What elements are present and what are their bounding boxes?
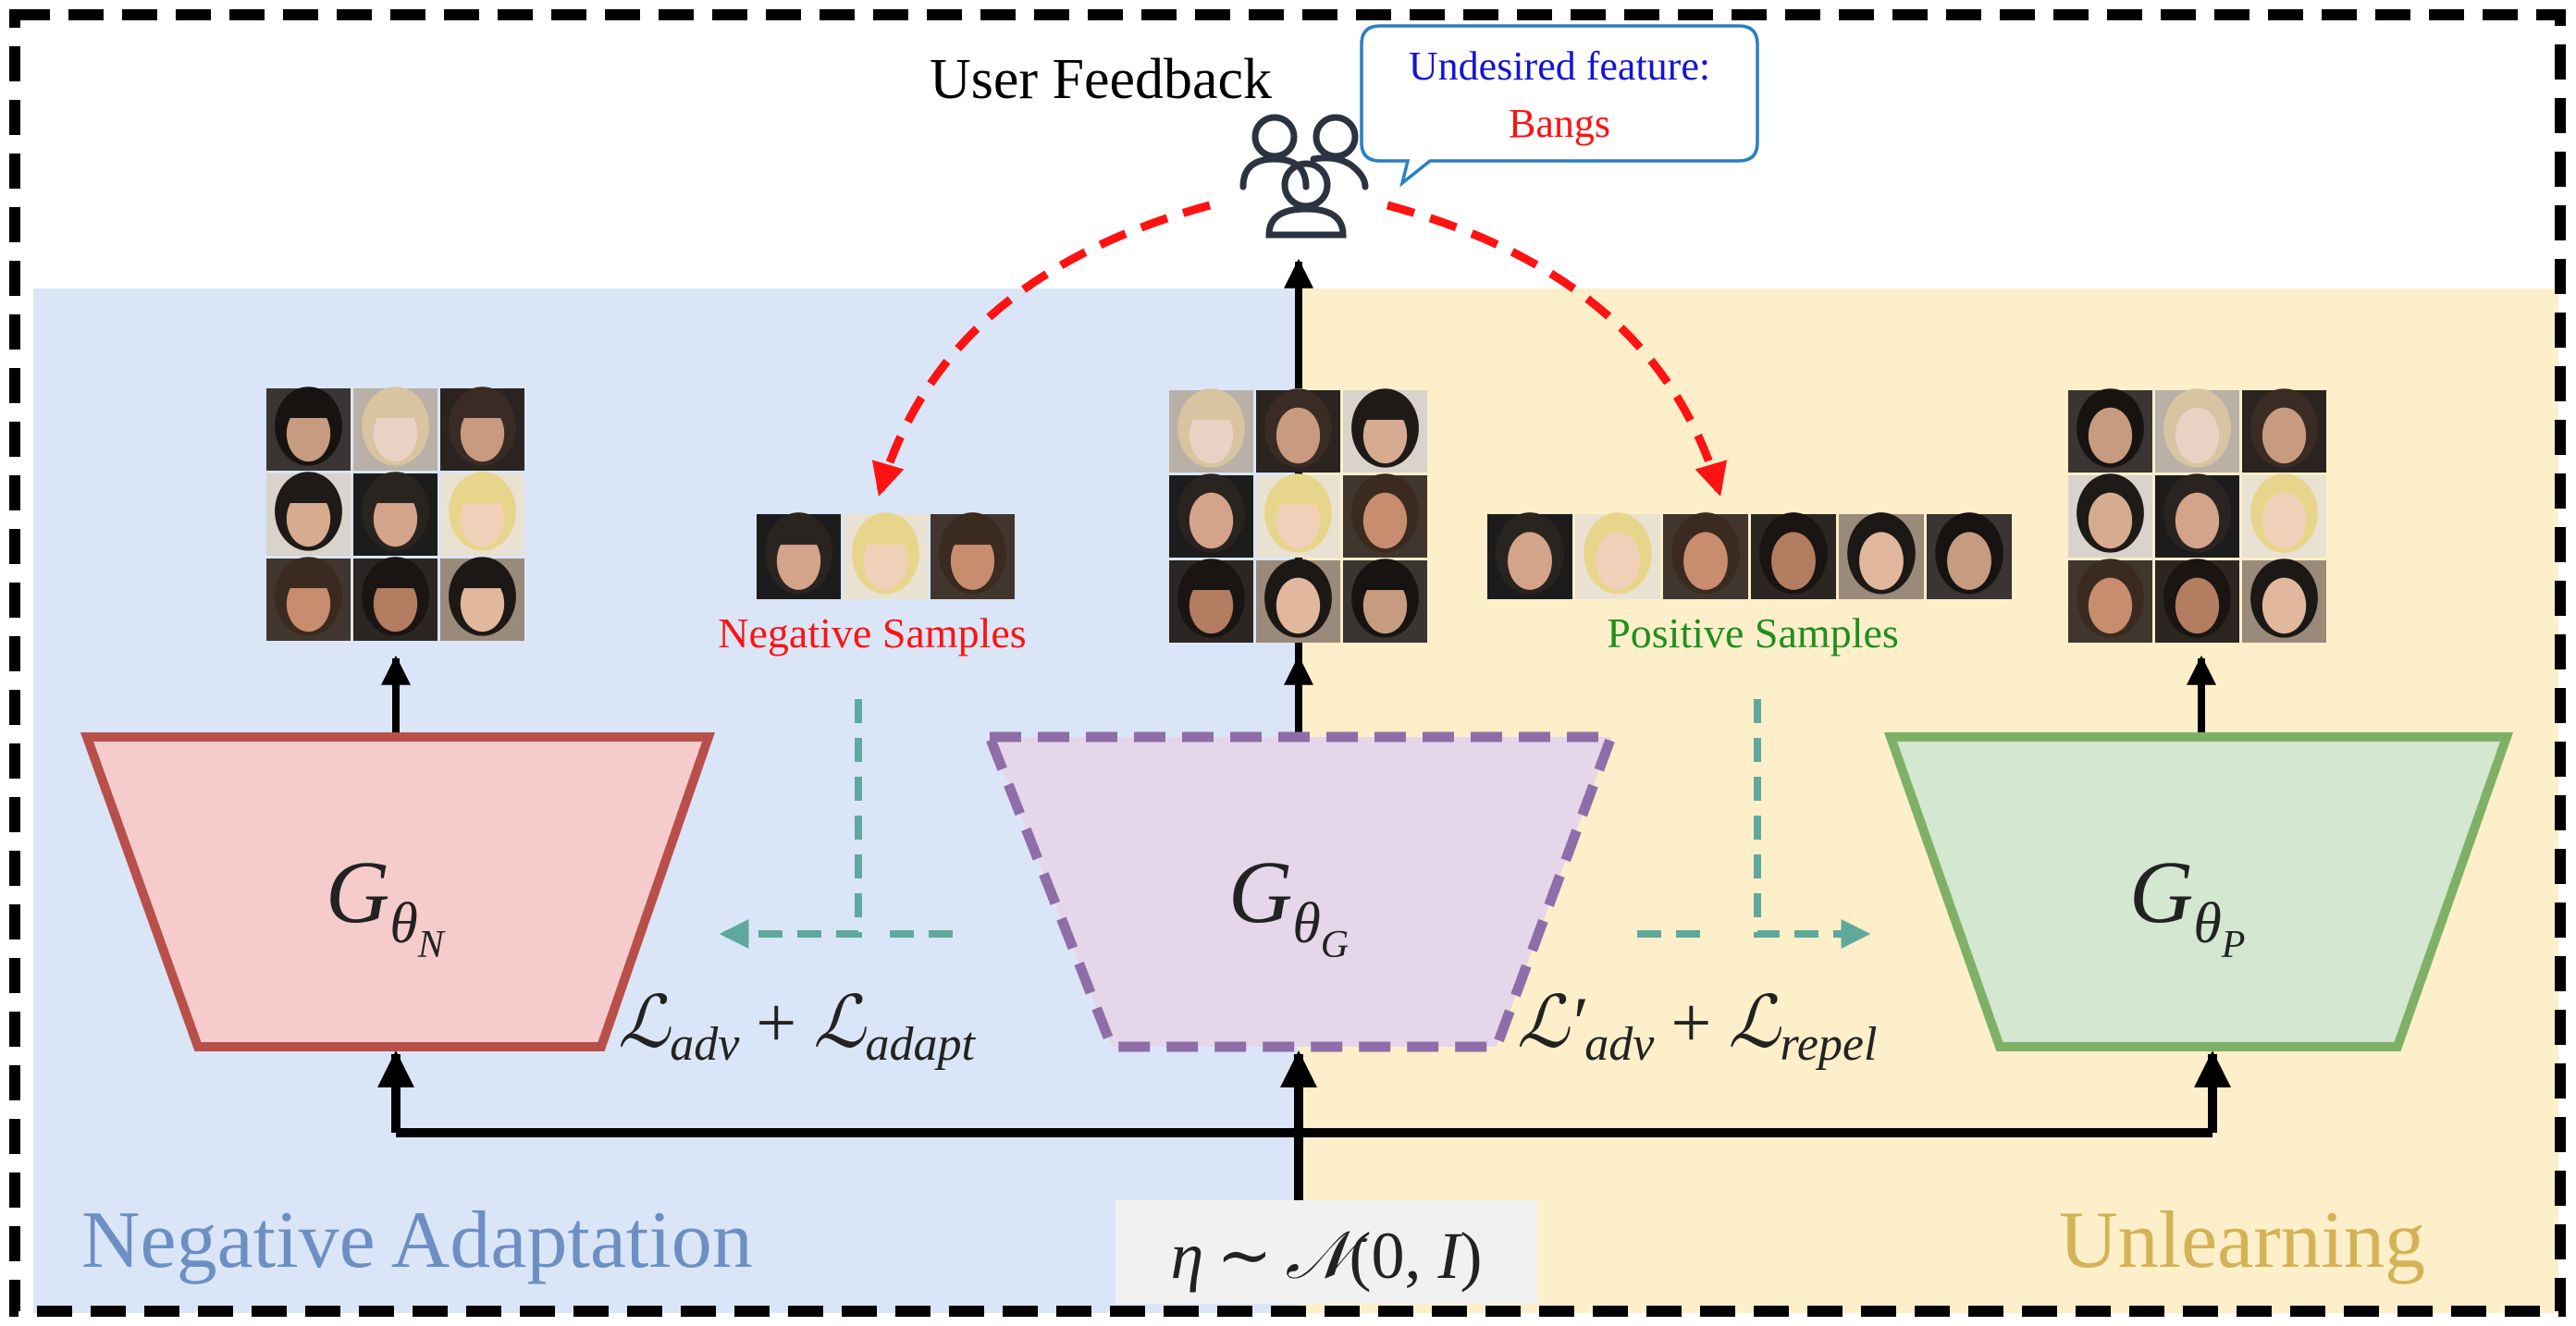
face-bangs [460,574,505,589]
face-skin [1189,492,1234,549]
face-skin [373,490,418,547]
positive-generator-label: GθP [2129,842,2245,966]
face-skin [1508,532,1552,590]
face-bangs [286,574,331,589]
user-feedback-title: User Feedback [930,48,1272,111]
face-bangs [373,489,418,504]
face-skin [1276,407,1321,464]
face-skin [776,532,821,590]
face-skin [460,405,505,462]
face-bangs [1189,406,1234,421]
bubble-line-2: Bangs [1509,101,1610,146]
face-bangs [373,574,418,589]
negative-samples-strip [757,512,1015,599]
face-skin [1683,532,1728,590]
face-skin [1276,577,1321,634]
face-skin [1189,577,1234,634]
positive-generator-shape [1883,732,2514,1051]
negative-samples-label: Negative Samples [718,609,1026,657]
noise-label: η∼𝒩(0, I) [1171,1219,1483,1293]
negative-generator-face-grid [266,387,524,641]
face-skin [373,405,418,462]
unlearning-label: Unlearning [2059,1196,2425,1285]
face-skin [2262,577,2307,634]
face-bangs [1362,406,1408,421]
face-skin [460,490,505,547]
face-skin [2175,407,2220,464]
positive-loss-arrow [1754,699,1871,949]
positive-generator-face-grid [2068,388,2326,643]
face-skin [1771,532,1816,590]
face-skin [373,575,418,632]
face-bangs [863,531,908,546]
face-skin [1596,532,1640,590]
outer-dashed-border [9,9,2566,1317]
face-skin [2088,577,2133,634]
original-generator-face-grid [1169,388,1427,643]
negative-generator-shape [80,732,716,1051]
face-skin [1362,407,1408,464]
noise-label-box [1115,1200,1537,1304]
face-skin [1189,407,1234,464]
face-bangs [460,404,505,419]
users-icon [1239,114,1369,239]
face-skin [1362,577,1408,634]
positive-samples-strip [1487,512,2012,599]
negative-loss-arrow [719,699,862,949]
face-skin [950,532,995,590]
negative-adaptation-label: Negative Adaptation [81,1196,753,1285]
feedback-to-negative-arc [871,201,1212,497]
face-skin [863,532,908,590]
face-skin [2088,407,2133,464]
face-skin [2262,492,2307,549]
positive-samples-label: Positive Samples [1607,609,1899,657]
face-skin [1947,532,1991,590]
face-skin [286,490,331,547]
original-generator-shape [981,731,1619,1052]
face-skin [1276,492,1321,549]
face-skin [286,405,331,462]
face-bangs [1276,491,1321,506]
face-skin [460,575,505,632]
face-skin [1362,492,1408,549]
feedback-speech-bubble [1360,24,1759,188]
face-skin [2262,407,2307,464]
face-skin [2175,492,2220,549]
face-bangs [460,489,505,504]
right-loss-label: ℒ′adv+ℒrepel [1517,982,1877,1071]
face-bangs [1189,576,1234,591]
face-bangs [286,404,331,419]
negative-generator-label: GθN [326,842,446,966]
face-bangs [373,404,418,419]
face-bangs [776,531,821,546]
face-skin [2088,492,2133,549]
feedback-to-positive-arc [1386,201,1728,497]
face-bangs [950,531,995,546]
face-skin [286,575,331,632]
left-loss-label: ℒadv+ℒadapt [618,982,976,1071]
face-skin [2175,577,2220,634]
original-generator-label: GθG [1228,842,1349,966]
face-bangs [286,489,331,504]
face-bangs [1362,576,1408,591]
face-skin [1859,532,1904,590]
bubble-line-1: Undesired feature: [1409,43,1710,89]
